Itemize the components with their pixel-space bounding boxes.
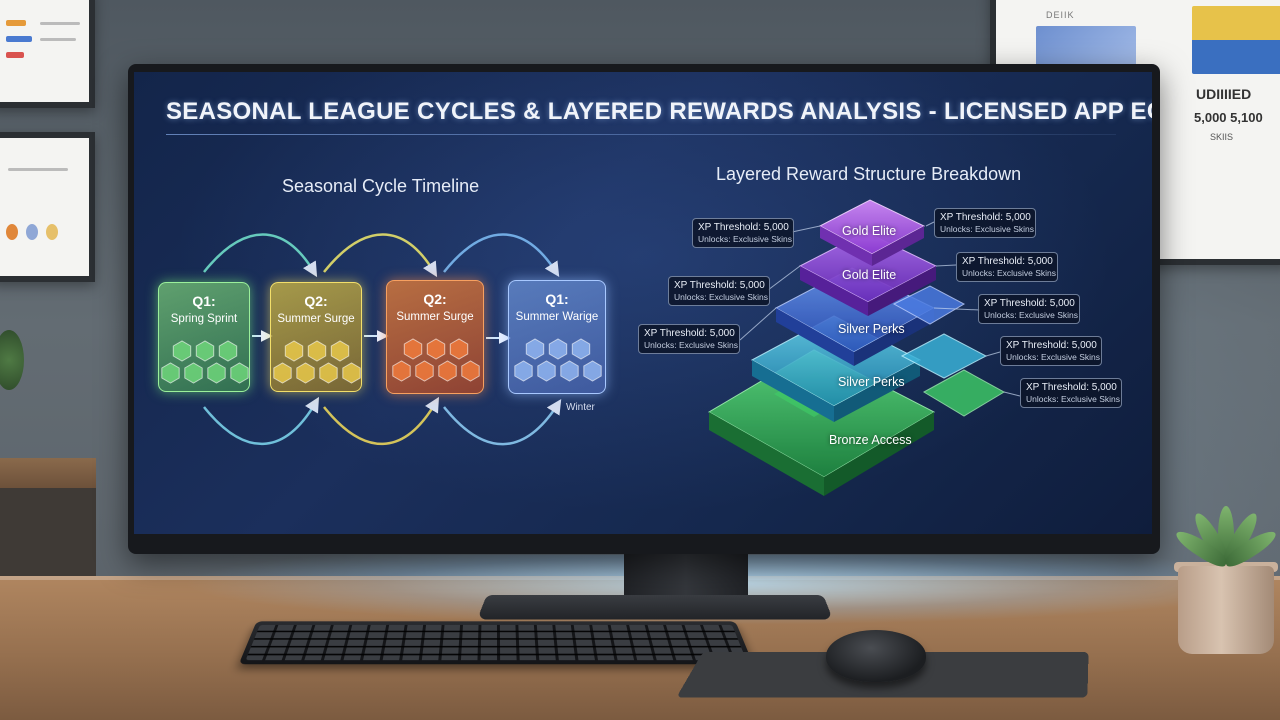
reward-callout: XP Threshold: 5,000 Unlocks: Exclusive S… [978,294,1080,324]
arrow-top-1 [203,233,318,278]
timeline-heading: Seasonal Cycle Timeline [282,176,480,196]
hex-grid [392,338,480,382]
hex-tile [184,362,203,384]
hex-tile [426,338,446,360]
hex-tile [230,362,249,384]
hex-tile [514,360,533,382]
hex-tile [438,360,457,382]
tier-gold-elite-top [818,199,926,266]
wall-frame-middle-left [0,132,95,282]
mouse[interactable] [826,630,926,682]
callout-connectors [739,221,1021,397]
hex-grid [273,340,361,384]
hex-tile [449,338,469,360]
reward-callout: XP Threshold: 5,000 Unlocks: Exclusive S… [1000,336,1102,366]
monitor-screen: SEASONAL LEAGUE CYCLES & LAYERED REWARDS… [134,72,1152,534]
reward-pyramid [708,199,1021,496]
hex-tile [537,360,556,382]
arrow-top-3 [443,233,560,278]
arrow-bottom-3 [443,398,562,446]
card-quarter: Q2: [304,293,328,309]
timeline-arrows [203,233,562,446]
hex-tile [560,360,579,382]
hex-tile [525,338,545,360]
left-shelf [0,458,96,488]
tier-label-silver-perks: Silver Perks [838,375,905,389]
reward-callout: XP Threshold: 5,000 Unlocks: Exclusive S… [692,218,794,248]
hex-tile [571,338,591,360]
arrow-bottom-2 [323,396,440,446]
reward-callout: XP Threshold: 5,000 Unlocks: Exclusive S… [668,276,770,306]
wall-frame-top-left [0,0,95,108]
rewards-heading: Layered Reward Structure Breakdown [716,164,1022,184]
hex-tile [296,362,315,384]
tier-label-gold-elite-top: Gold Elite [842,224,897,238]
dashboard-title: SEASONAL LEAGUE CYCLES & LAYERED REWARDS… [166,98,1152,125]
timeline-end-label: Winter [566,402,595,413]
reward-callout: XP Threshold: 5,000 Unlocks: Exclusive S… [956,252,1058,282]
hex-tile [342,362,361,384]
tier-label-bronze-access: Bronze Access [829,433,912,447]
reward-callout: XP Threshold: 5,000 Unlocks: Exclusive S… [934,208,1036,238]
reward-callout: XP Threshold: 5,000 Unlocks: Exclusive S… [1020,378,1122,408]
timeline-card-q3: Q2: Summer Surge [386,280,484,394]
poster-top-text: DEIIK [1046,10,1075,20]
tier-cyan-layer [750,315,988,422]
timeline-card-q1: Q1: Spring Sprint [158,282,250,392]
keyboard[interactable] [238,621,754,665]
hex-tile [195,340,215,362]
reward-callout: XP Threshold: 5,000 Unlocks: Exclusive S… [638,324,740,354]
timeline-card-q4: Q1: Summer Warige [508,280,606,394]
card-quarter: Q1: [192,293,216,309]
card-season-name: Summer Surge [396,311,474,323]
hex-tile [392,360,411,382]
hex-tile [461,360,480,382]
tier-label-gold-elite: Gold Elite [842,268,897,282]
left-plant [0,330,24,390]
card-season-name: Spring Sprint [170,313,238,325]
arrow-top-2 [323,233,438,278]
hex-tile [319,362,338,384]
hex-tile [273,362,292,384]
title-divider [166,134,1116,135]
poster-numbers: 5,000 5,100 [1194,110,1263,125]
hex-grid [161,340,249,384]
hex-grid [514,338,602,382]
arrow-bottom-1 [203,396,320,446]
hex-tile [307,340,327,362]
card-quarter: Q2: [423,291,447,307]
monitor-stand-base [476,595,834,620]
hex-tile [415,360,434,382]
poster-heading: UDIIIIED [1196,86,1252,102]
hex-tile [161,362,180,384]
hex-tile [583,360,602,382]
card-quarter: Q1: [545,291,569,307]
card-season-name: Summer Surge [277,313,355,325]
keyboard-keys [245,624,747,661]
hex-tile [207,362,226,384]
hex-tile [548,338,568,360]
hex-tile [284,340,304,362]
timeline-card-q2: Q2: Summer Surge [270,282,362,392]
hex-tile [403,338,423,360]
tier-label-silver-perks-top: Silver Perks [838,322,905,336]
hex-tile [218,340,238,362]
poster-sub: SKIIS [1210,132,1234,142]
card-season-name: Summer Warige [515,311,599,323]
plant-pot [1178,566,1274,654]
hex-tile [330,340,350,362]
hex-tile [172,340,192,362]
